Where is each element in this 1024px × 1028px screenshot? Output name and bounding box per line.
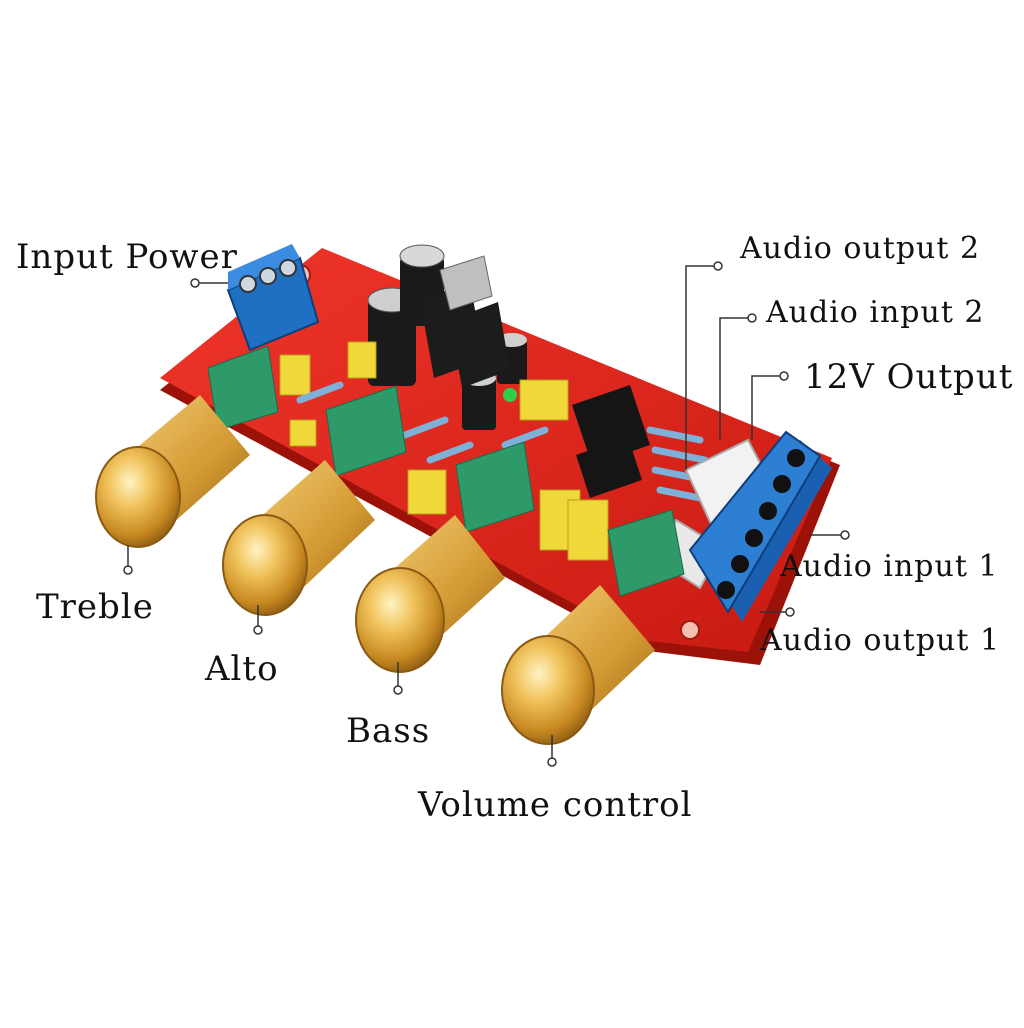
volume-knob[interactable] bbox=[501, 585, 655, 745]
voltage-regulators bbox=[420, 255, 510, 388]
bass-label: Bass bbox=[346, 711, 431, 751]
leader-dots bbox=[123, 261, 850, 767]
input-power-label: Input Power bbox=[16, 237, 238, 277]
audio-input-1-label: Audio input 1 bbox=[780, 549, 999, 584]
treble-knob[interactable] bbox=[95, 395, 250, 548]
film-capacitors bbox=[279, 341, 609, 561]
leader-lines bbox=[127, 265, 845, 762]
input-power-terminal bbox=[226, 244, 320, 352]
treble-label: Treble bbox=[36, 587, 154, 627]
audio-output-1-label: Audio output 1 bbox=[760, 623, 1001, 658]
bass-knob[interactable] bbox=[355, 515, 505, 673]
audio-output-2-label: Audio output 2 bbox=[740, 231, 981, 266]
volume-control-label: Volume control bbox=[418, 785, 693, 825]
alto-label: Alto bbox=[205, 649, 279, 689]
audio-input-2-label: Audio input 2 bbox=[766, 295, 985, 330]
12v-output-label: 12V Output bbox=[804, 357, 1014, 397]
integrated-circuits bbox=[503, 385, 650, 498]
potentiometer-bodies bbox=[207, 345, 685, 597]
alto-knob[interactable] bbox=[222, 460, 375, 616]
audio-io-terminal bbox=[688, 430, 832, 622]
